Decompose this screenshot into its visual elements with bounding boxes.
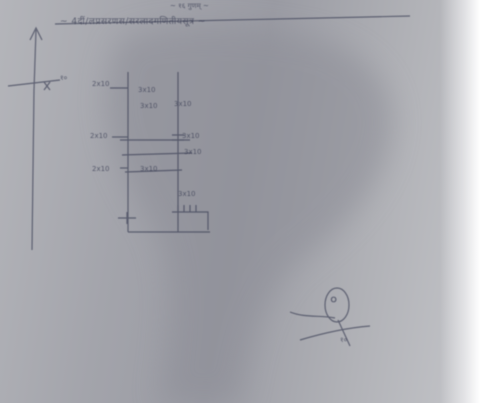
divider-2 <box>121 152 193 156</box>
label-7: 3x10 <box>184 148 202 156</box>
header-note: ~ १६ गुणम् ~ <box>170 2 209 10</box>
label-10: 3x10 <box>178 190 196 198</box>
axis-label: १० <box>60 74 68 82</box>
capacitor-mark-2 <box>177 205 197 212</box>
axis-horizontal <box>7 79 61 87</box>
signature-circle <box>324 287 350 323</box>
label-2: 3x10 <box>138 86 156 94</box>
label-6: 3x10 <box>182 132 200 140</box>
axis-arrow-icon <box>29 26 43 41</box>
label-1: 2x10 <box>92 80 110 88</box>
plus-mark <box>118 212 136 224</box>
header-underline <box>54 15 411 25</box>
label-8: 3x10 <box>140 165 158 173</box>
label-3: 3x10 <box>140 102 158 110</box>
label-5: 2x10 <box>90 132 108 140</box>
label-9: 2x10 <box>92 165 110 173</box>
cross-mark <box>43 81 51 91</box>
axis-vertical <box>31 29 37 251</box>
capacitor-mark-1 <box>172 134 184 141</box>
signature-sub: १० <box>340 336 348 344</box>
paper-edge-highlight <box>440 0 480 403</box>
signature-stroke-2 <box>299 325 371 341</box>
signature-stroke-1 <box>289 311 336 319</box>
divider-3 <box>124 169 183 173</box>
label-4: 3x10 <box>174 100 192 108</box>
signature-mark: ० <box>330 292 338 308</box>
signature-stroke-3 <box>337 319 351 347</box>
bracket-mark <box>172 211 209 230</box>
